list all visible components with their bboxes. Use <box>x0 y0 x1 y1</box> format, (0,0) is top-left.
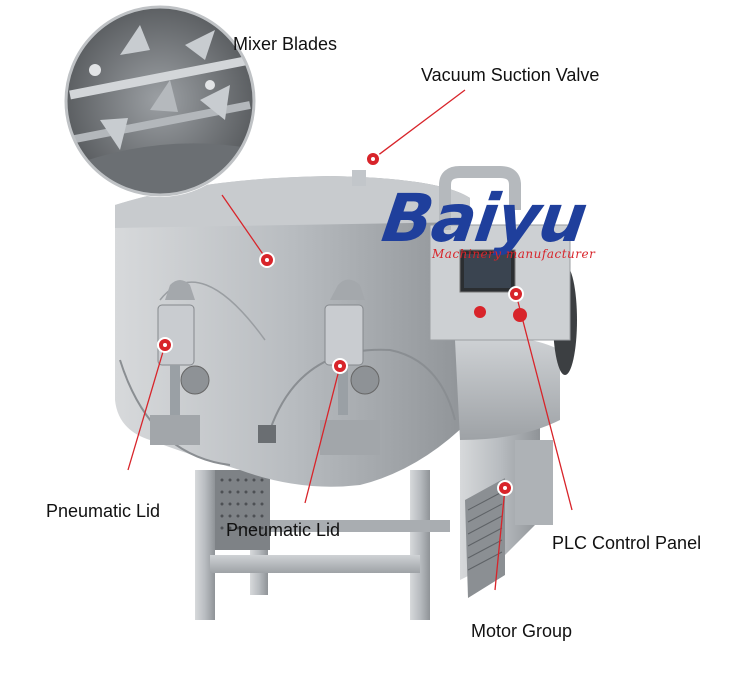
callout-lines <box>127 89 573 591</box>
brand-tagline: Machinery manufacturer <box>432 247 596 261</box>
marker-lid-left <box>157 337 173 353</box>
vacuum-pipe <box>352 166 521 230</box>
label-motor-group: Motor Group <box>471 621 573 641</box>
label-mixer-blades: Mixer Blades <box>233 34 338 54</box>
marker-vacuum-valve <box>365 151 381 167</box>
brand-logo: Baiyu <box>377 180 591 257</box>
marker-lid-center <box>332 358 348 374</box>
mixer-tank <box>115 176 470 487</box>
marker-motor <box>497 480 513 496</box>
callout-markers <box>157 151 524 496</box>
label-plc-control-panel: PLC Control Panel <box>552 533 702 553</box>
pneumatic-cylinder-center <box>258 279 380 455</box>
mixer-blades-inset <box>64 5 256 197</box>
label-vacuum-suction-valve: Vacuum Suction Valve <box>421 65 600 85</box>
label-pneumatic-lid-left: Pneumatic Lid <box>46 501 161 521</box>
label-pneumatic-lid-center: Pneumatic Lid <box>226 520 341 540</box>
vent-grille <box>215 470 270 550</box>
plc-control-panel <box>429 224 571 341</box>
support-frame <box>195 455 450 620</box>
marker-tank <box>259 252 275 268</box>
marker-plc <box>508 286 524 302</box>
motor-housing <box>460 415 553 598</box>
